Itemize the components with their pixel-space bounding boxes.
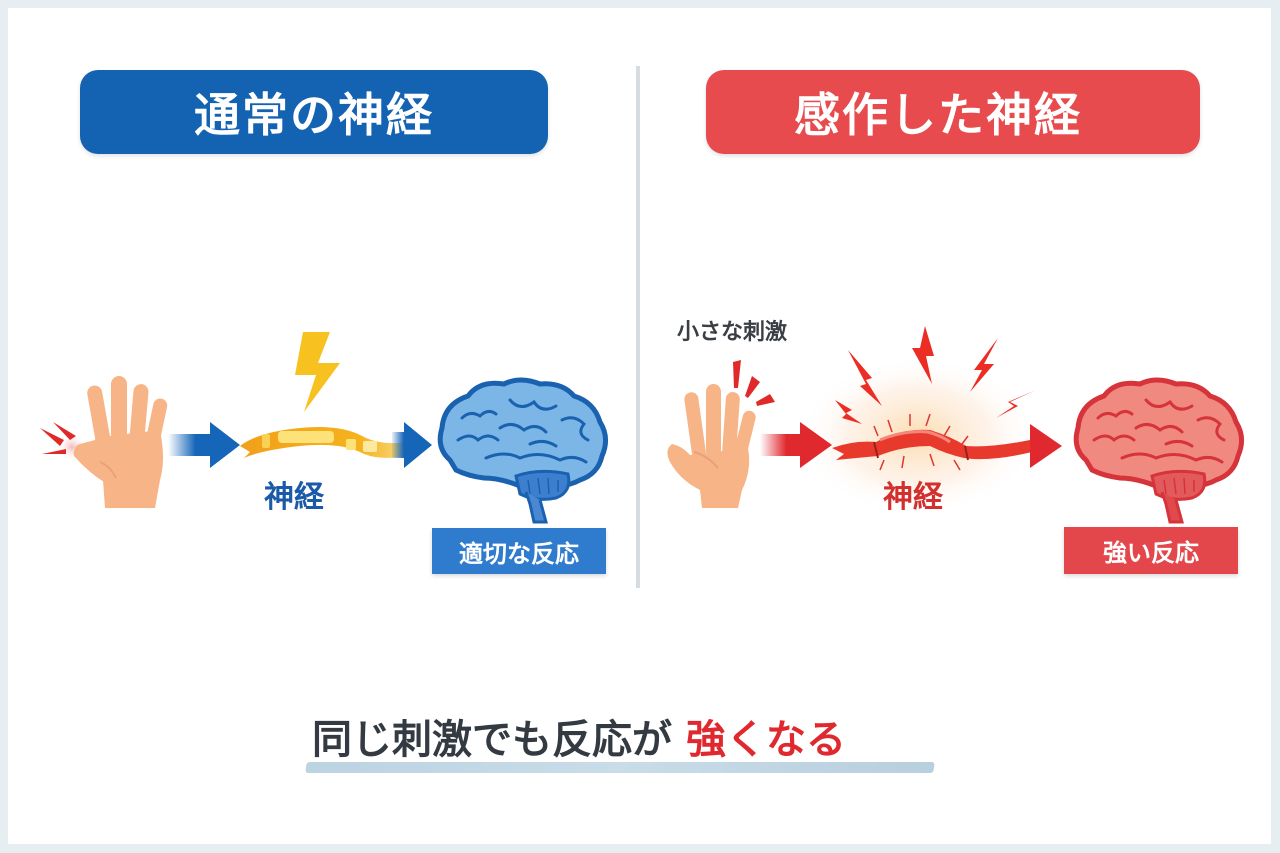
normal-nerve-label: 神経 [264, 480, 324, 515]
panel-divider [636, 66, 640, 588]
small-stimulus-label: 小さな刺激 [677, 320, 788, 345]
lightning-bolt-icon [835, 326, 1036, 424]
hand-icon [667, 384, 756, 508]
nerve-fiber-icon [240, 422, 432, 468]
conclusion-text: 同じ刺激でも反応が 強くなる [312, 706, 846, 766]
hand-icon [73, 376, 168, 508]
lightning-bolt-icon [295, 332, 340, 412]
brain-icon [437, 377, 608, 524]
strong-response-text: 強い反応 [1103, 539, 1199, 567]
sensitized-nerve-title-text: 感作した神経 [794, 88, 1082, 142]
conclusion-main: 同じ刺激でも反応が [312, 717, 672, 763]
nerve-fiber-icon [832, 413, 1062, 471]
appropriate-response-badge: 適切な反応 [432, 528, 606, 574]
arrow-right-icon [168, 422, 240, 468]
appropriate-response-text: 適切な反応 [459, 539, 579, 568]
normal-nerve-title: 通常の神経 [80, 70, 548, 154]
pain-spark-icon [733, 360, 775, 406]
strong-response-badge: 強い反応 [1064, 527, 1238, 574]
normal-nerve-title-text: 通常の神経 [194, 88, 434, 142]
sensitized-nerve-label: 神経 [883, 480, 943, 515]
arrow-right-icon [760, 422, 832, 468]
brain-icon [1073, 377, 1244, 524]
conclusion-emphasis: 強くなる [686, 717, 846, 763]
sensitized-nerve-title: 感作した神経 [706, 70, 1200, 154]
